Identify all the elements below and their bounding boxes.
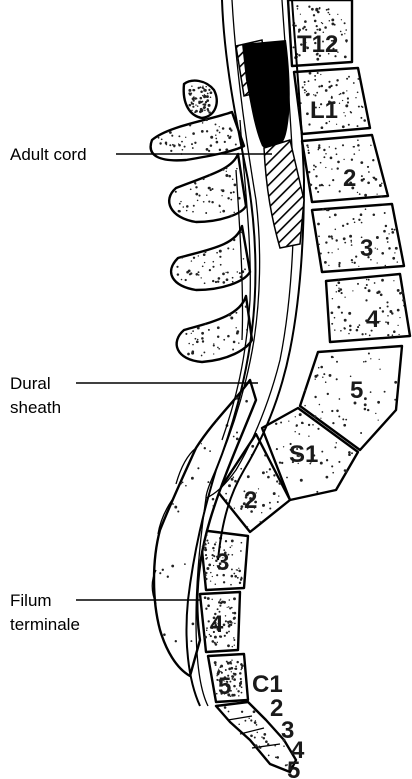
vertebra-label-s4: 4 (210, 611, 224, 638)
vertebra-label-l5: 5 (350, 377, 363, 404)
vertebra-label-l4: 4 (366, 306, 380, 333)
vertebra-label-s1: S1 (289, 441, 318, 468)
vertebra-label-s3: 3 (216, 549, 229, 576)
label-adult-cord: Adult cord (10, 145, 87, 164)
cord-hatched-lower (264, 140, 304, 248)
vertebra-label-c1: C1 (252, 671, 283, 698)
vertebra-label-l3: 3 (360, 235, 373, 262)
label-dural-sheath-line2: sheath (10, 398, 61, 417)
label-dural-sheath-line1: Dural (10, 374, 51, 393)
label-filum-terminale-line2: terminale (10, 615, 80, 634)
vertebra-label-s5: 5 (218, 673, 231, 700)
label-filum-terminale-line1: Filum (10, 591, 52, 610)
vertebra-label-l1: L1 (310, 97, 338, 124)
cord-adult-black (242, 40, 290, 150)
vertebra-label-l2: 2 (343, 165, 356, 192)
vertebra-label-s2: 2 (244, 487, 257, 514)
vertebra-label-t12: T12 (297, 31, 338, 58)
vertebra-label-c5: 5 (287, 757, 300, 779)
spinous-process-4 (177, 296, 252, 362)
